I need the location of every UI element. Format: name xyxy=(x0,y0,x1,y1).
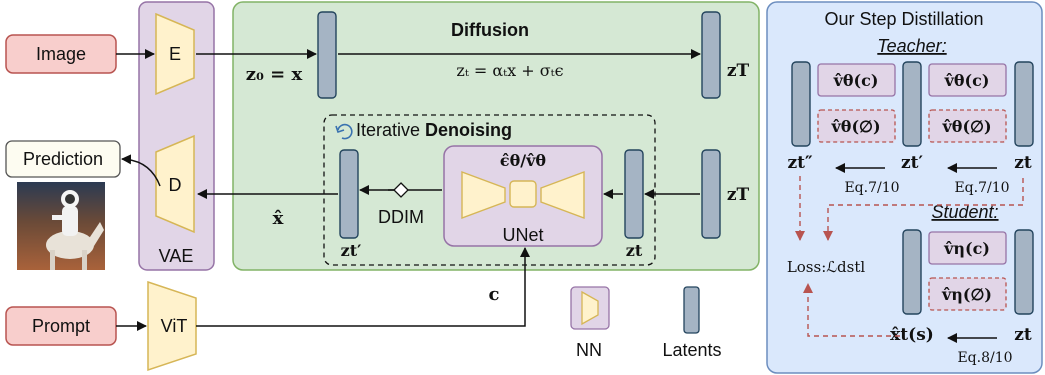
zT-label-bottom: zT xyxy=(727,185,750,205)
zt-label-denoise: zt xyxy=(626,241,643,260)
student-latent-zt xyxy=(1014,229,1034,315)
c-label: c xyxy=(489,284,500,305)
student-latent-xhat xyxy=(902,229,922,315)
latent-z0 xyxy=(317,11,337,99)
loss-arrow-from-teacher-zt xyxy=(823,178,1024,241)
forward-equation: zₜ = αₜx + σₜϵ xyxy=(456,61,563,80)
teacher-zt-label: zt xyxy=(1014,153,1032,173)
teacher-v-uncond-2-label: v̂θ(∅) xyxy=(941,117,991,136)
prompt-input-label: Prompt xyxy=(32,316,90,336)
student-label: Student: xyxy=(931,202,998,222)
zT-label-top: zT xyxy=(727,61,750,81)
teacher-label: Teacher: xyxy=(877,36,946,56)
unet-output-label: ϵ̂θ/v̂θ xyxy=(500,151,547,170)
vae-label: VAE xyxy=(159,246,194,266)
teacher-zt-dprime-label: zt″ xyxy=(787,153,813,173)
iterate-icon xyxy=(335,123,353,140)
denoising-title: Iterative Denoising xyxy=(356,120,512,140)
unet-bottleneck xyxy=(509,180,537,208)
ddim-diamond xyxy=(393,182,409,198)
legend-nn-shape xyxy=(581,290,599,326)
teacher-v-cond-2 xyxy=(928,63,1007,97)
loss-arrow-from-student xyxy=(803,283,900,337)
teacher-zt-prime-label: zt′ xyxy=(901,153,924,173)
prediction-image xyxy=(17,182,105,270)
student-v-uncond-label: v̂η(∅) xyxy=(941,285,992,304)
legend-nn-label: NN xyxy=(576,340,602,360)
vit-encoder-shape xyxy=(147,280,197,372)
unet-encoder-shape xyxy=(461,170,506,220)
zt-prime-label-denoise: zt′ xyxy=(341,241,362,260)
arrow-decoder-to-prediction xyxy=(121,154,161,187)
vit-label: ViT xyxy=(161,316,188,336)
distill-title: Our Step Distillation xyxy=(824,9,983,29)
teacher-latent-zt-prime xyxy=(902,61,922,147)
unet-decoder-shape xyxy=(540,170,585,220)
student-v-cond-label: v̂η(c) xyxy=(943,239,990,258)
latent-zT-bottom xyxy=(701,149,721,239)
teacher-v-cond-2-label: v̂θ(c) xyxy=(944,71,990,90)
vae-decoder-shape xyxy=(155,134,195,234)
teacher-v-uncond-1-label: v̂θ(∅) xyxy=(830,117,880,136)
prediction-output-box xyxy=(5,140,121,178)
teacher-eq-1: Eq.7/10 xyxy=(844,180,899,196)
legend-latents-shape xyxy=(683,286,700,334)
loss-label: Loss:ℒdstl xyxy=(787,258,866,276)
teacher-v-cond-1 xyxy=(817,63,896,97)
teacher-eq-2: Eq.7/10 xyxy=(954,180,1009,196)
z0-equation: z₀ = x xyxy=(246,64,303,85)
ddim-label: DDIM xyxy=(378,207,424,227)
unet-label: UNet xyxy=(502,225,543,245)
prediction-output-label: Prediction xyxy=(23,149,103,169)
image-input-label: Image xyxy=(36,44,86,64)
vae-decoder-label: D xyxy=(169,175,182,195)
teacher-latent-zt xyxy=(1014,61,1034,147)
student-xhat-label: x̂t(s) xyxy=(890,325,934,345)
diffusion-title: Diffusion xyxy=(451,20,529,40)
student-v-uncond xyxy=(928,277,1007,311)
latent-zT-top xyxy=(701,11,721,99)
arrow-vit-to-unet xyxy=(196,247,530,327)
latent-zt-prime-denoise xyxy=(339,149,359,239)
teacher-v-uncond-2 xyxy=(928,109,1007,143)
x-hat-label: x̂ xyxy=(273,208,284,229)
legend-latents-label: Latents xyxy=(662,340,721,360)
student-eq: Eq.8/10 xyxy=(957,350,1012,366)
teacher-v-uncond-1 xyxy=(817,109,896,143)
vae-encoder-shape xyxy=(155,12,195,96)
denoising-box xyxy=(323,114,656,266)
vae-encoder-label: E xyxy=(169,44,181,64)
teacher-v-cond-1-label: v̂θ(c) xyxy=(833,71,879,90)
student-zt-label: zt xyxy=(1014,325,1032,345)
student-v-cond xyxy=(928,231,1007,265)
latent-zt-denoise xyxy=(624,149,644,239)
teacher-latent-zt-dprime xyxy=(791,61,811,147)
